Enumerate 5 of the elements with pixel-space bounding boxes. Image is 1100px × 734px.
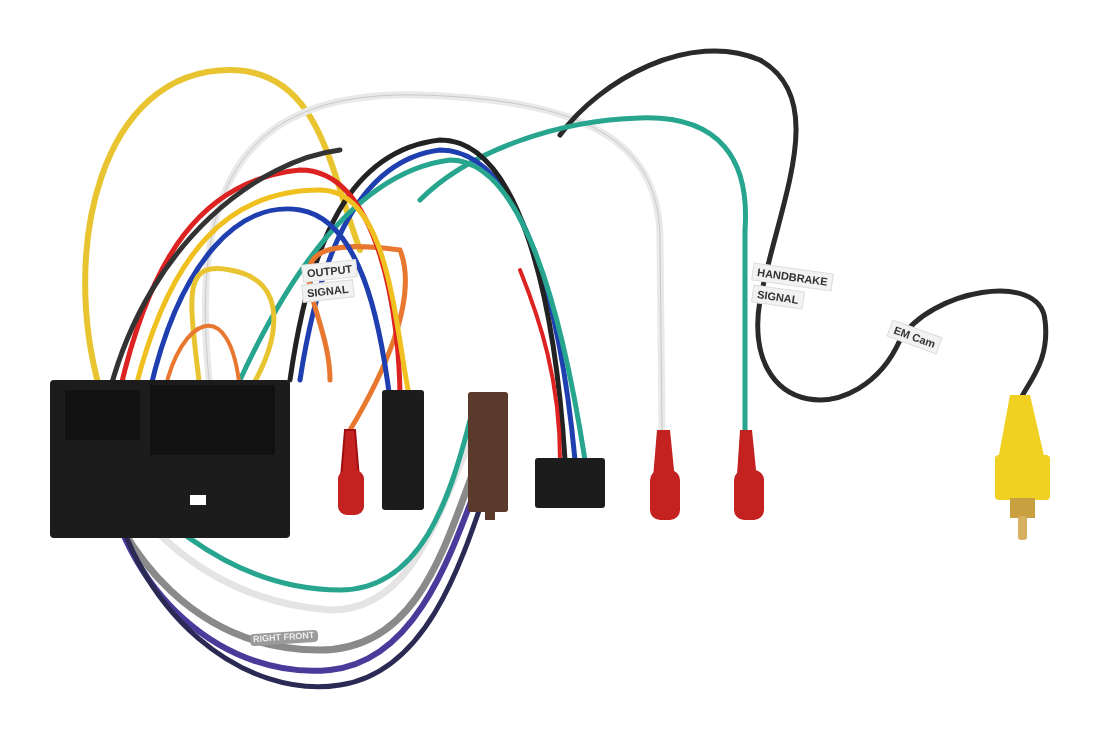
tag-label: SIGNAL <box>301 279 355 303</box>
tag-label: HANDBRAKE <box>751 262 834 292</box>
wire-print: RIGHT FRONT <box>249 629 318 647</box>
tag-label: OUTPUT <box>301 259 359 283</box>
tag-label: EM Cam <box>886 319 943 355</box>
